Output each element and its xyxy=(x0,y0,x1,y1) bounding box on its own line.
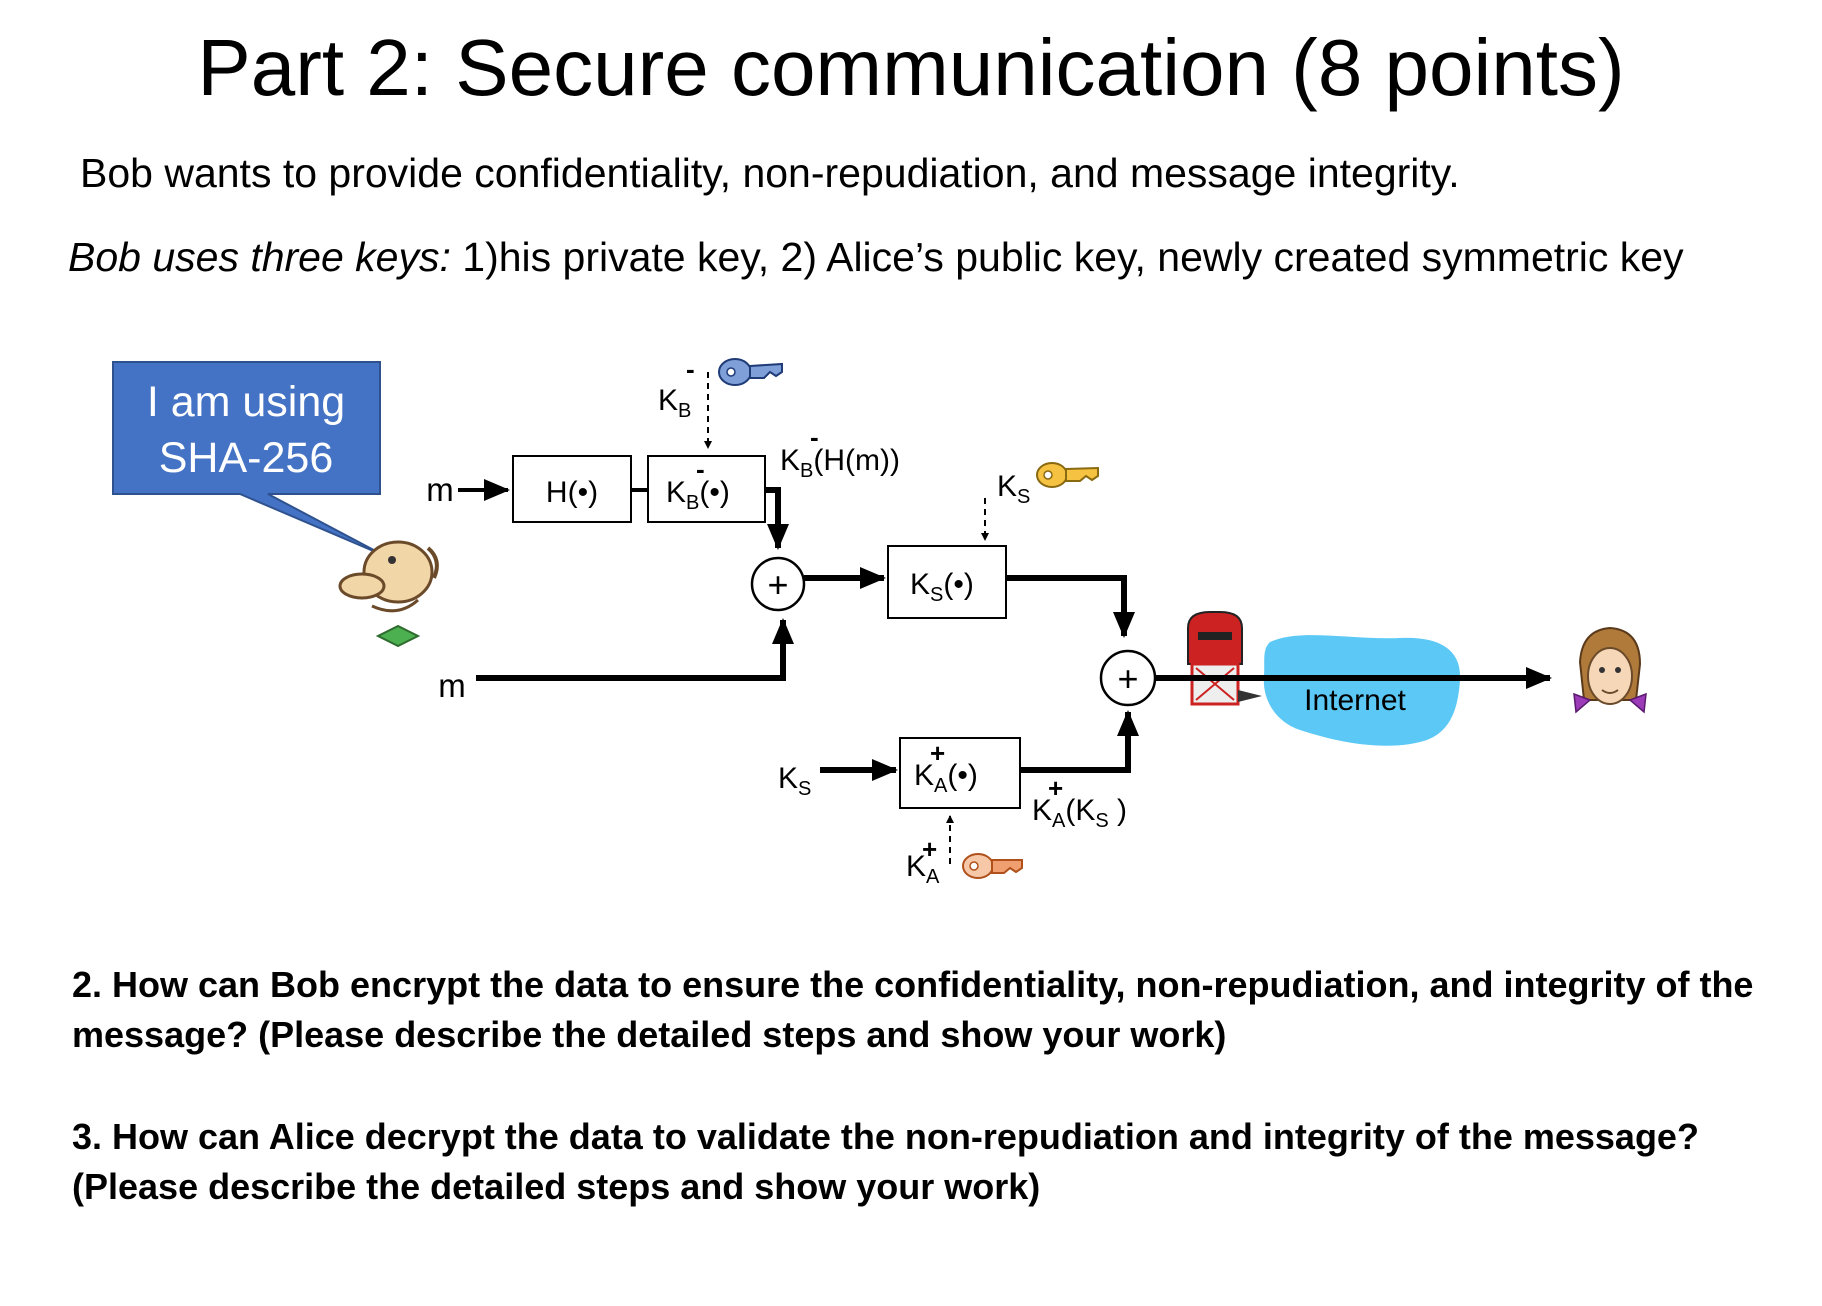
sign-key-label: KB xyxy=(658,384,691,422)
hash-box xyxy=(512,455,632,523)
question-3-line-2: (Please describe the detailed steps and … xyxy=(72,1166,1041,1207)
callout-line-2: SHA-256 xyxy=(159,434,333,482)
sign-key-sup: - xyxy=(686,354,695,384)
pub-box-sup: + xyxy=(930,738,945,768)
sign-box-sup: - xyxy=(696,454,705,484)
enc-key-sup: + xyxy=(1048,773,1063,803)
question-3: 3. How can Alice decrypt the data to val… xyxy=(72,1112,1699,1212)
callout: I am using SHA-256 xyxy=(112,361,386,557)
sym-to-plus2-arrow xyxy=(1006,575,1135,638)
m-top-label: m xyxy=(426,471,454,508)
intro-line-2-rest: 1)his private key, 2) Alice’s public key… xyxy=(450,234,1684,280)
pub-key-label: KA xyxy=(906,850,940,888)
pub-box xyxy=(899,737,1021,809)
symmetric-key-icon xyxy=(1036,462,1099,488)
concat-circle-1-label: + xyxy=(767,564,788,605)
sign-to-plus1-arrow xyxy=(765,487,789,550)
m-to-plus1-arrow xyxy=(476,618,794,681)
pub-box-label: KA(•) xyxy=(914,759,978,797)
question-3-line-1: 3. How can Alice decrypt the data to val… xyxy=(72,1116,1699,1157)
question-2-line-2: message? (Please describe the detailed s… xyxy=(72,1014,1227,1055)
internet-label: Internet xyxy=(1304,684,1406,717)
mailbox-icon xyxy=(1187,611,1262,706)
question-2-line-1: 2. How can Bob encrypt the data to ensur… xyxy=(72,964,1754,1005)
private-key-icon xyxy=(718,358,783,386)
bob-icon xyxy=(338,540,439,648)
public-key-icon xyxy=(962,853,1023,879)
intro-line-2-italic: Bob uses three keys: xyxy=(68,234,451,280)
page-title: Part 2: Secure communication (8 points) xyxy=(197,23,1625,112)
sign-box-label: KB(•) xyxy=(666,476,730,514)
callout-line-1: I am using xyxy=(147,378,345,426)
sym-box xyxy=(887,545,1007,619)
signed-label: KB(H(m)) xyxy=(780,444,900,482)
intro-line-2: Bob uses three keys: 1)his private key, … xyxy=(68,232,1684,282)
pub-key-sup: + xyxy=(922,834,937,864)
pub-to-plus2-arrow xyxy=(1020,710,1139,773)
sym-key-label: KS xyxy=(997,470,1030,508)
enc-key-label: KA(KS ) xyxy=(1032,794,1127,832)
question-2: 2. How can Bob encrypt the data to ensur… xyxy=(72,960,1753,1060)
alice-icon xyxy=(1573,626,1647,714)
ks-input-label: KS xyxy=(778,762,811,800)
hash-box-label: H(•) xyxy=(546,476,598,509)
concat-circle-2-label: + xyxy=(1117,658,1138,699)
internet-cloud xyxy=(1263,635,1461,746)
signed-label-sup: - xyxy=(810,422,819,452)
intro-line-1: Bob wants to provide confidentiality, no… xyxy=(80,150,1460,196)
concat-circle-1 xyxy=(750,556,806,612)
sym-box-label: KS(•) xyxy=(910,568,974,606)
m-bottom-label: m xyxy=(438,667,466,704)
